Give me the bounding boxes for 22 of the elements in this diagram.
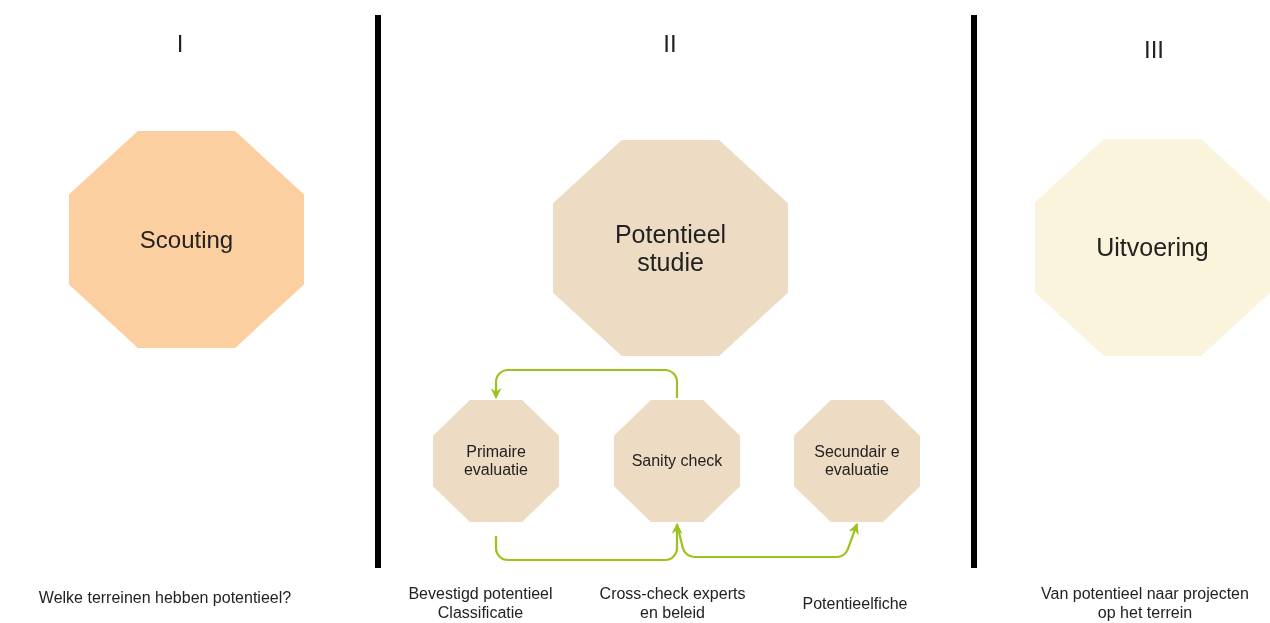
phase-description: Van potentieel naar projecten op het terrein bbox=[1040, 584, 1250, 623]
phase-number: I bbox=[175, 30, 185, 59]
phase-description: Welke terreinen hebben potentieel? bbox=[37, 588, 293, 608]
node-label: Scouting bbox=[138, 226, 235, 253]
node-label: Uitvoering bbox=[1095, 233, 1210, 262]
arrow bbox=[675, 522, 859, 559]
phase-description: Cross-check experts en beleid bbox=[598, 584, 747, 623]
octagon-shape bbox=[69, 131, 304, 348]
node-label: Sanity check bbox=[630, 452, 724, 470]
node-label: Secundair e evaluatie bbox=[813, 443, 901, 479]
phase-description: Potentieelfiche bbox=[801, 594, 909, 614]
phase-number: II bbox=[662, 30, 678, 59]
octagon-shape bbox=[433, 400, 559, 522]
node-label: Primaire evaluatie bbox=[462, 443, 529, 479]
octagon-shape bbox=[794, 400, 920, 522]
octagon-shape bbox=[1035, 139, 1270, 356]
node-label: Potentieel studie bbox=[613, 220, 728, 276]
arrow bbox=[490, 368, 679, 400]
octagon-shape bbox=[553, 140, 788, 356]
phase-number: III bbox=[1143, 36, 1165, 65]
octagon-shape bbox=[614, 400, 740, 522]
phase-description: Bevestigd potentieel Classificatie bbox=[407, 584, 554, 623]
